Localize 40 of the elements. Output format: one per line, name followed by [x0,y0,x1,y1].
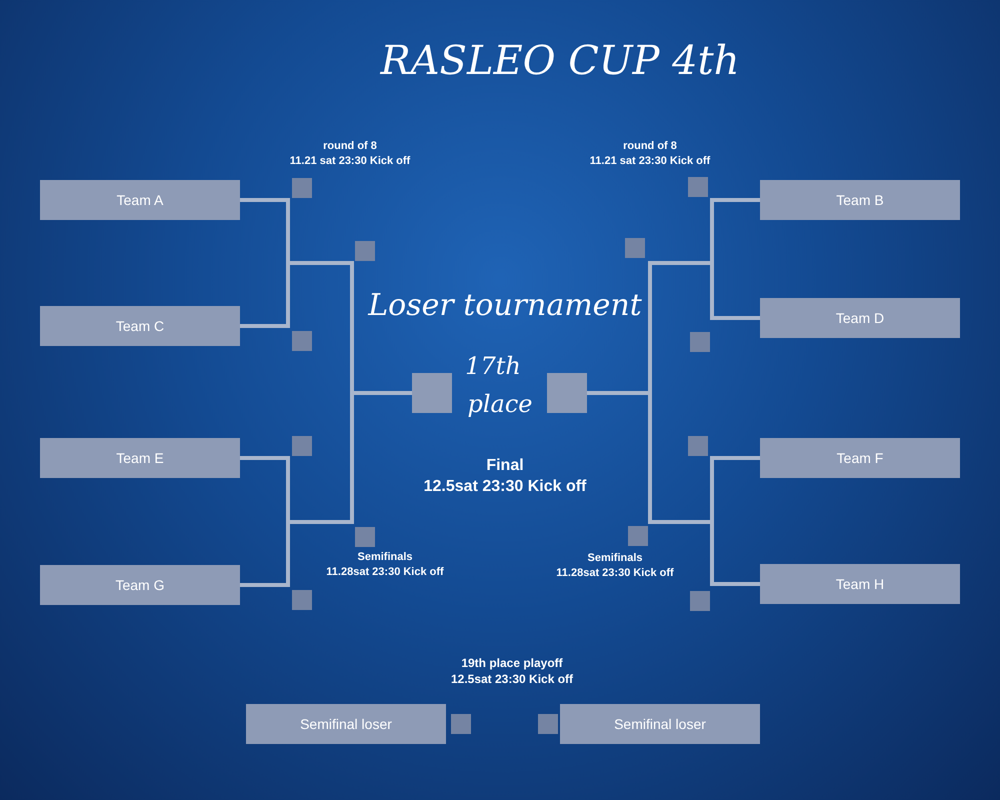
round-heading: Final [486,457,524,475]
kickoff-time: 11.21 sat 23:30 Kick off [290,155,410,167]
team-name: Semifinal loser [300,716,392,732]
team-box [246,704,446,744]
team-name: Team C [116,318,164,334]
team-box [760,564,960,604]
kickoff-time: 11.21 sat 23:30 Kick off [590,155,710,167]
team-box [760,438,960,478]
team-box [40,438,240,478]
team-name: Team D [836,310,884,326]
team-box [760,298,960,338]
team-name: Team E [116,450,164,466]
round-heading: Semifinals [357,551,413,563]
round-heading: round of 8 [323,140,377,152]
team-name: Team H [836,576,884,592]
score-square [547,373,587,413]
team-box [40,306,240,346]
title: RASLEO CUP 4th [380,38,740,84]
score-square [412,373,452,413]
bracket-line [587,391,760,586]
round-heading: Semifinals [587,552,643,564]
place-label: 17th [465,352,521,380]
place-label: place [468,390,532,418]
team-box [40,180,240,220]
bracket-line [240,391,412,587]
team-name: Team B [836,192,884,208]
kickoff-time: 12.5sat 23:30 Kick off [450,672,574,686]
round-heading: 19th place playoff [461,656,563,670]
team-name: Team F [836,450,884,466]
round-heading: round of 8 [623,140,677,152]
team-box [40,565,240,605]
kickoff-time: 11.28sat 23:30 Kick off [326,566,444,578]
section-heading: Loser tournament [368,288,642,323]
team-box [560,704,760,744]
team-box [760,180,960,220]
team-name: Team G [115,577,164,593]
kickoff-time: 11.28sat 23:30 Kick off [556,567,674,579]
team-name: Team A [116,192,164,208]
kickoff-time: 12.5sat 23:30 Kick off [424,478,586,496]
team-name: Semifinal loser [614,716,706,732]
